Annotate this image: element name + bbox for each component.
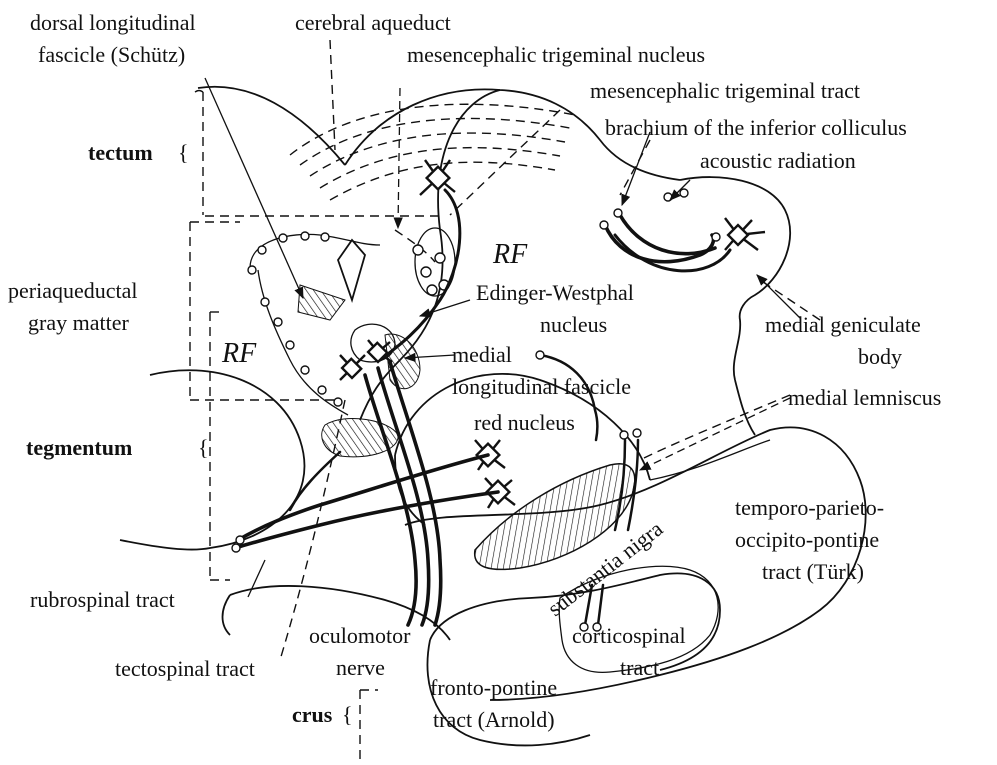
label-rf-right: RF: [492, 239, 528, 270]
label-brachium-inferior-colliculus: brachium of the inferior colliculus: [605, 115, 907, 140]
label-edinger-westphal: Edinger-Westphal nucleus: [476, 280, 639, 337]
label-mesencephalic-trigeminal-nucleus: mesencephalic trigeminal nucleus: [407, 42, 705, 67]
label-medial-lemniscus: medial lemniscus: [788, 385, 941, 410]
cerebral-aqueduct-shape: [338, 240, 365, 300]
label-tegmentum: tegmentum: [26, 435, 132, 460]
label-temporo-parieto-occipito-pontine-tract: temporo-parieto- occipito-pontine tract …: [735, 495, 890, 584]
label-tectospinal-tract: tectospinal tract: [115, 656, 255, 681]
label-rubrospinal-tract: rubrospinal tract: [30, 587, 175, 612]
label-periaqueductal-gray: periaqueductal gray matter: [8, 278, 143, 335]
crus-brace: {: [342, 702, 353, 727]
label-acoustic-radiation: acoustic radiation: [700, 148, 856, 173]
label-dorsal-longitudinal-fascicle: dorsal longitudinal fascicle (Schütz): [30, 10, 201, 67]
label-rf-left: RF: [221, 338, 257, 369]
label-oculomotor-nerve: oculomotor nerve: [309, 623, 416, 680]
label-fronto-pontine-tract: fronto-pontine tract (Arnold): [430, 675, 563, 732]
tectum-brace: {: [178, 140, 189, 165]
label-cerebral-aqueduct: cerebral aqueduct: [295, 10, 451, 35]
label-medial-geniculate-body: medial geniculate body: [765, 312, 926, 369]
label-crus: crus: [292, 702, 333, 727]
label-tectum: tectum: [88, 140, 153, 165]
tegmentum-brace: {: [198, 435, 209, 460]
label-red-nucleus: red nucleus: [474, 410, 575, 435]
label-mesencephalic-trigeminal-tract: mesencephalic trigeminal tract: [590, 78, 860, 103]
